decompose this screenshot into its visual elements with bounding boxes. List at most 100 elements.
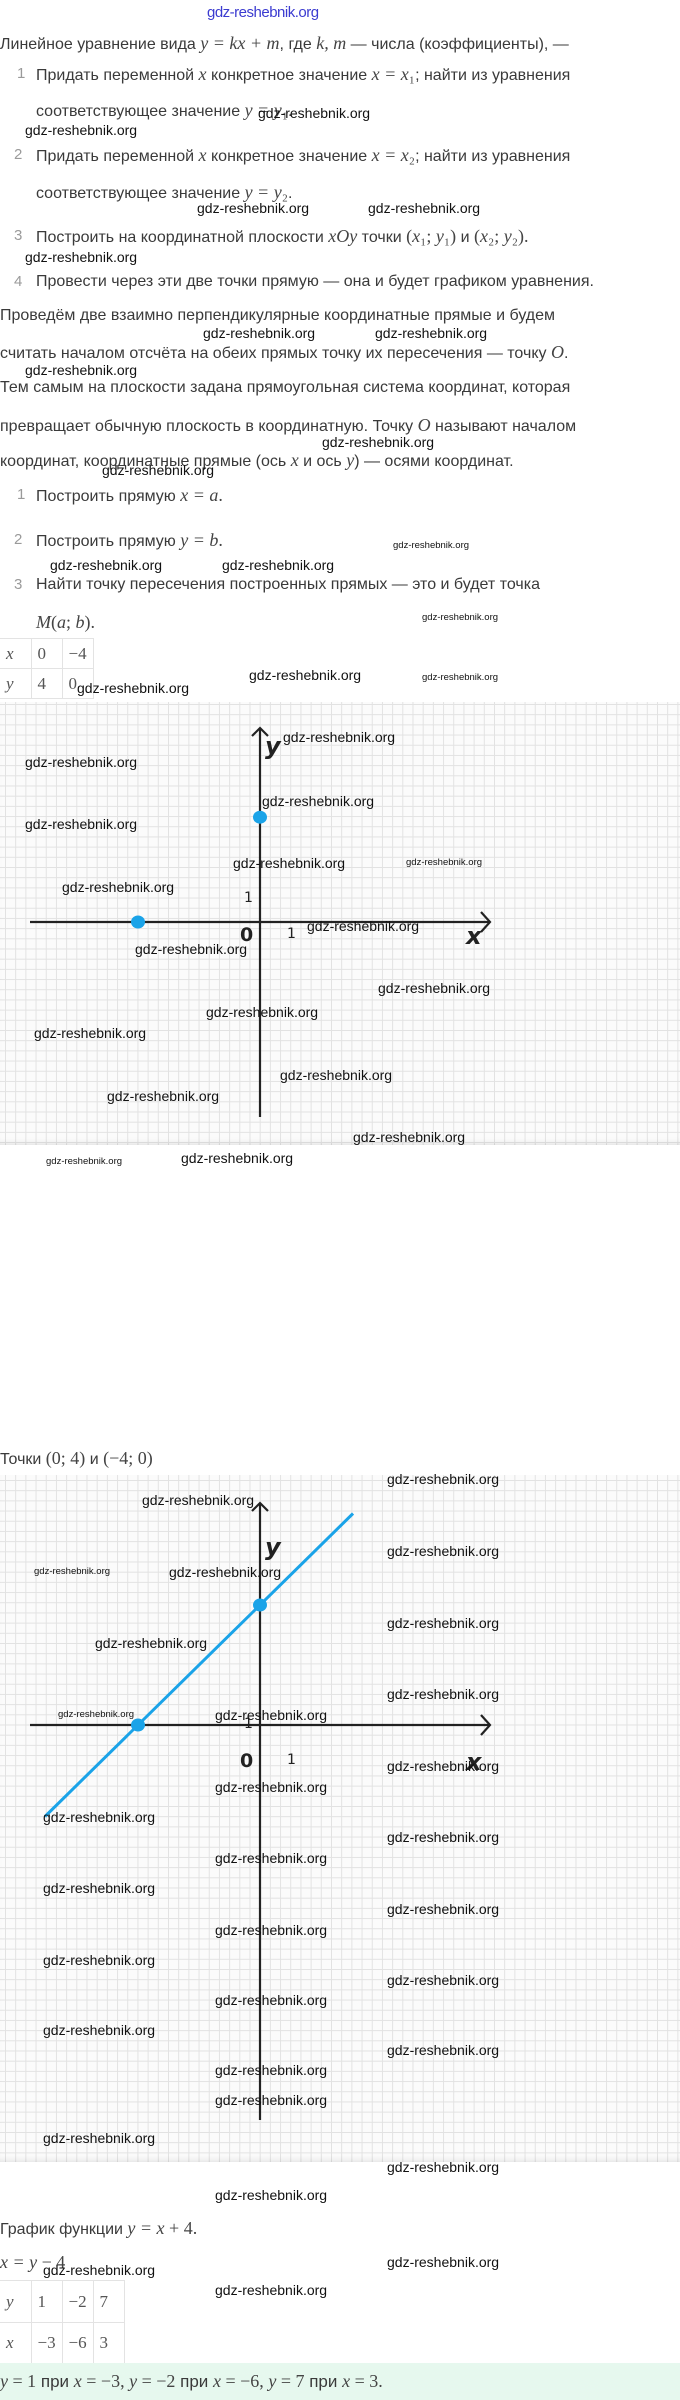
- math-segment: y = y: [244, 100, 282, 120]
- math-segment: x = x: [371, 145, 409, 165]
- step-number: 3: [14, 227, 23, 244]
- watermark-text: gdz-reshebnik.org: [283, 729, 396, 745]
- math-segment: b: [75, 612, 85, 632]
- text-segment: координат, координатные прямые (ось: [0, 453, 291, 470]
- step-text: Найти точку пересечения построенных прям…: [36, 574, 540, 596]
- watermark-text: gdz-reshebnik.org: [280, 1067, 393, 1083]
- text-segment: соответствующее значение: [36, 103, 245, 120]
- math-segment: ₁: [281, 100, 288, 120]
- paragraph-line: координат, координатные прямые (ось x и …: [0, 449, 514, 471]
- text-segment: .: [287, 185, 293, 202]
- watermark-text: gdz-reshebnik.org: [215, 1850, 328, 1866]
- x-axis-arrow-icon: [480, 1714, 492, 1736]
- data-point: [131, 1718, 145, 1732]
- coordinate-grid-function: y x 0 1 1: [0, 1475, 680, 2162]
- math-segment: ₂).: [511, 226, 529, 246]
- watermark-text: gdz-reshebnik.org: [422, 612, 499, 623]
- watermark-text: gdz-reshebnik.org: [46, 1156, 123, 1167]
- watermark-text: gdz-reshebnik.org: [378, 980, 491, 996]
- watermark-text: gdz-reshebnik.org: [197, 200, 310, 216]
- watermark-text: gdz-reshebnik.org: [95, 1635, 208, 1651]
- watermark-text: gdz-reshebnik.org: [249, 667, 362, 683]
- watermark-text: gdz-reshebnik.org: [215, 1992, 328, 2008]
- step-number: 1: [17, 486, 26, 503]
- text-segment: конкретное значение: [206, 148, 372, 165]
- watermark-text: gdz-reshebnik.org: [34, 1566, 111, 1577]
- step-text: соответствующее значение y = y₁.: [36, 99, 292, 121]
- math-segment: O: [550, 342, 564, 362]
- text-segment: при: [304, 2372, 343, 2391]
- step-text: Построить прямую x = a.: [36, 484, 223, 506]
- watermark-text: gdz-reshebnik.org: [215, 1707, 328, 1723]
- watermark-text: gdz-reshebnik.org: [262, 793, 375, 809]
- watermark-text: gdz-reshebnik.org: [215, 2187, 328, 2203]
- text-segment: ; найти из уравнения: [415, 67, 571, 84]
- text-segment: ) — осями координат.: [354, 453, 514, 470]
- math-segment: ₂;: [487, 226, 504, 246]
- watermark-text: gdz-reshebnik.org: [222, 557, 335, 573]
- text-segment: Проведём две взаимно перпендикулярные ко…: [0, 307, 556, 324]
- step-text: Придать переменной x конкретное значение…: [36, 63, 570, 85]
- paragraph-line: считать началом отсчёта на обеих прямых …: [0, 341, 568, 363]
- math-segment: ₂: [281, 182, 288, 202]
- step-text: Провести через эти две точки прямую — он…: [36, 271, 594, 293]
- math-segment: M: [36, 612, 51, 632]
- watermark-text: gdz-reshebnik.org: [387, 1901, 500, 1917]
- watermark-text: gdz-reshebnik.org: [43, 1809, 156, 1825]
- points-caption: Точки (0; 4) и (−4; 0): [0, 1447, 153, 1469]
- text-segment: Тем самым на плоскости задана прямоуголь…: [0, 379, 571, 396]
- text-segment: и: [85, 1451, 104, 1468]
- watermark-text: gdz-reshebnik.org: [393, 540, 470, 551]
- math-segment: x: [213, 2371, 221, 2391]
- watermark-text: gdz-reshebnik.org: [25, 249, 138, 265]
- step-number: 2: [14, 146, 23, 163]
- text-segment: Построить прямую: [36, 488, 181, 505]
- data-point: [131, 915, 145, 929]
- math-segment: x = y: [0, 2252, 38, 2272]
- watermark-text: gdz-reshebnik.org: [406, 857, 483, 868]
- function-line: [43, 1512, 355, 1818]
- text-segment: , где: [279, 36, 317, 53]
- watermark-text: gdz-reshebnik.org: [258, 105, 371, 121]
- step-text: Построить на координатной плоскости xOy …: [36, 225, 529, 247]
- math-segment: O: [417, 415, 431, 435]
- y-axis-arrow-icon: [251, 726, 269, 737]
- watermark-text: gdz-reshebnik.org: [387, 1686, 500, 1702]
- inverse-formula: x = y − 4: [0, 2251, 65, 2273]
- intro-text: Линейное уравнение вида y = kx + m, где …: [0, 32, 569, 54]
- math-segment: y = kx + m: [200, 33, 280, 53]
- y-axis-arrow-icon: [251, 1501, 269, 1512]
- math-segment: x: [412, 226, 421, 246]
- watermark-text: gdz-reshebnik.org: [353, 1129, 466, 1145]
- math-segment: y = y: [244, 182, 282, 202]
- paragraph-line: превращает обычную плоскость в координат…: [0, 414, 576, 436]
- math-segment: + 4.: [164, 2218, 198, 2238]
- math-segment: y: [435, 226, 444, 246]
- watermark-text: gdz-reshebnik.org: [215, 2282, 328, 2298]
- text-segment: — числа (коэффициенты), —: [346, 36, 569, 53]
- watermark-text: gdz-reshebnik.org: [25, 754, 138, 770]
- origin-label: 0: [240, 1750, 254, 1772]
- math-segment: x: [342, 2371, 351, 2391]
- math-segment: k, m: [316, 33, 347, 53]
- math-segment: ₂: [408, 145, 416, 165]
- paragraph-line: Тем самым на плоскости задана прямоуголь…: [0, 377, 570, 399]
- text-segment: при: [175, 2372, 213, 2391]
- graph-line-svg: [30, 1501, 492, 2120]
- watermark-text: gdz-reshebnik.org: [43, 2022, 156, 2038]
- text-segment: при: [36, 2372, 74, 2391]
- text-segment: и ось: [298, 453, 347, 470]
- watermark-text: gdz-reshebnik.org: [233, 855, 346, 871]
- y-axis-label: y: [265, 1533, 281, 1561]
- text-segment: Точки: [0, 1451, 46, 1468]
- step-number: 2: [14, 531, 23, 548]
- data-point: [253, 810, 267, 824]
- y-tick-label: 1: [244, 890, 253, 906]
- x-axis-arrow-icon: [480, 911, 492, 933]
- coordinate-grid-points: y x 0 1 1: [0, 702, 680, 1145]
- watermark-text: gdz-reshebnik.org: [422, 672, 499, 683]
- math-segment: y: [0, 2371, 8, 2391]
- math-segment: (−4; 0): [103, 1448, 153, 1468]
